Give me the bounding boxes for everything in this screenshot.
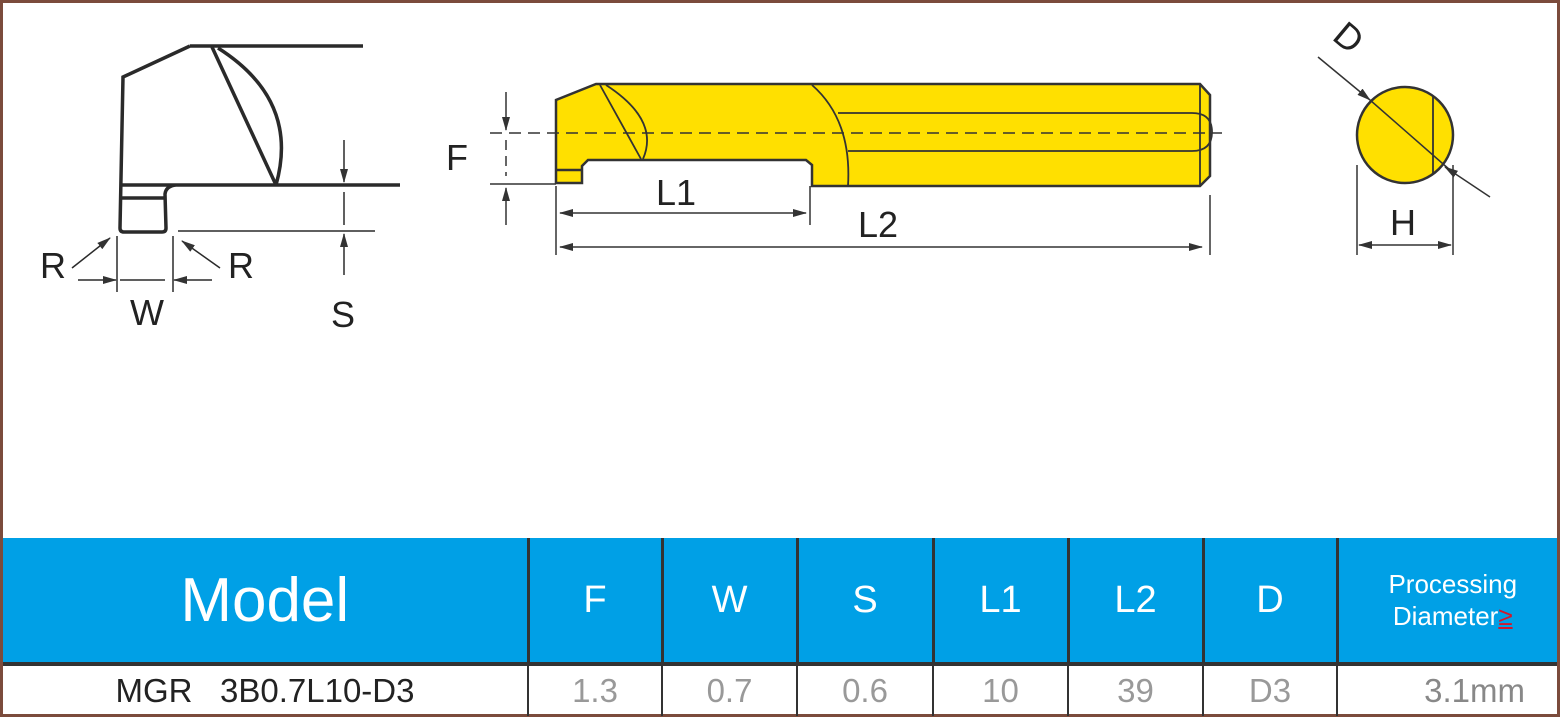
header-proc-line1: Processing bbox=[1388, 569, 1518, 599]
h-label: H bbox=[1390, 202, 1416, 243]
side-view-cutter-arc bbox=[217, 46, 284, 186]
ge-symbol: ≥ bbox=[1498, 601, 1513, 631]
table-header-row: Model F W S L1 L2 D Processing Diameter≥ bbox=[3, 538, 1557, 664]
shank-circle bbox=[1355, 85, 1455, 185]
r-right-label: R bbox=[228, 245, 254, 286]
header-proc-line2: Diameter bbox=[1392, 601, 1499, 631]
header-l1: L1 bbox=[931, 538, 1068, 664]
header-s: S bbox=[795, 538, 933, 664]
s-label: S bbox=[331, 294, 355, 335]
header-l2: L2 bbox=[1066, 538, 1203, 664]
l1-label: L1 bbox=[656, 172, 696, 213]
cell-processing-diameter: 3.1mm bbox=[1336, 664, 1557, 716]
l2-label: L2 bbox=[858, 204, 898, 245]
d-label: D bbox=[1326, 13, 1372, 61]
cell-l2: 39 bbox=[1067, 664, 1203, 716]
cell-s: 0.6 bbox=[796, 664, 933, 716]
w-label: W bbox=[130, 292, 164, 333]
side-view-cutter-chord bbox=[210, 46, 278, 186]
table-row: MGR 3B0.7L10-D3 1.3 0.7 0.6 10 39 D3 3.1… bbox=[3, 664, 1557, 716]
spec-table: Model F W S L1 L2 D Processing Diameter≥… bbox=[3, 538, 1557, 716]
cell-l1: 10 bbox=[932, 664, 1068, 716]
tool-body bbox=[554, 82, 1212, 188]
f-label: F bbox=[446, 137, 468, 178]
header-processing-diameter: Processing Diameter≥ bbox=[1335, 538, 1557, 664]
cell-f: 1.3 bbox=[527, 664, 662, 716]
side-view bbox=[71, 44, 400, 292]
r-left-label: R bbox=[40, 245, 66, 286]
tool-view bbox=[490, 82, 1222, 255]
header-model: Model bbox=[3, 538, 528, 664]
cell-w: 0.7 bbox=[661, 664, 797, 716]
cell-d: D3 bbox=[1202, 664, 1337, 716]
cell-model: MGR 3B0.7L10-D3 bbox=[115, 672, 415, 709]
end-view bbox=[1317, 56, 1491, 255]
header-w: W bbox=[660, 538, 797, 664]
header-d: D bbox=[1201, 538, 1337, 664]
tool-drawing: R R W S F L1 L2 bbox=[40, 13, 1491, 335]
side-view-outline bbox=[118, 44, 400, 234]
header-f: F bbox=[526, 538, 662, 664]
